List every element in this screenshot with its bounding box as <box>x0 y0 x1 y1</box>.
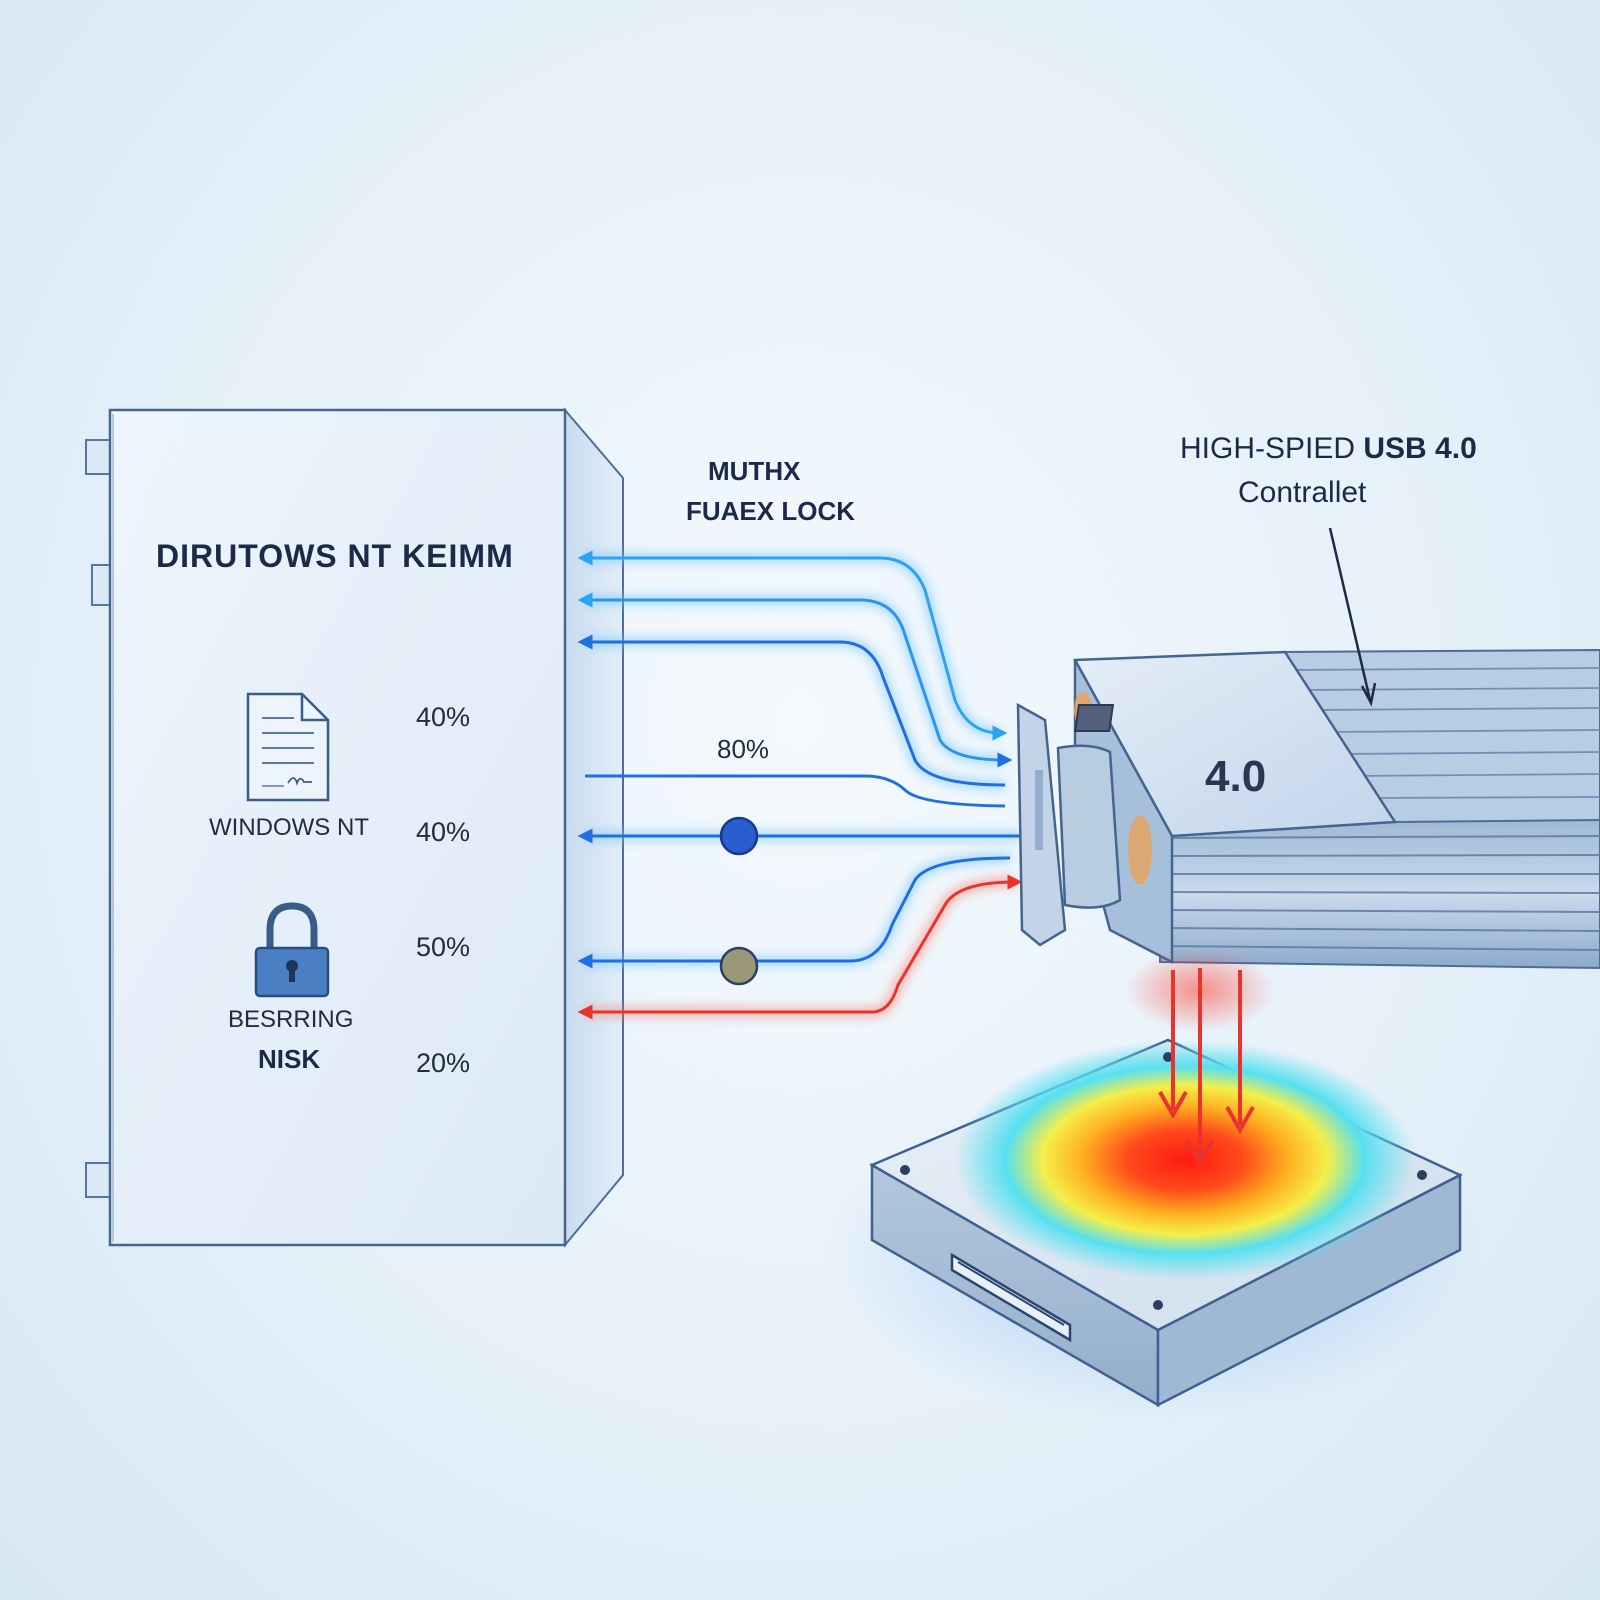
usb-connector-icon <box>1016 648 1600 970</box>
controller-label-bold: USB 4.0 <box>1363 432 1477 465</box>
flow-line-2 <box>577 592 1013 768</box>
box-tab-mid <box>91 564 111 606</box>
box-tab-bottom <box>85 1162 111 1198</box>
flow-node-blue <box>719 816 759 856</box>
heat-arrows <box>1158 968 1255 1168</box>
kernel-title: DIRUTOWS NT KEIMM <box>156 538 514 574</box>
controller-chip <box>1074 704 1115 732</box>
lock-label-line1: BESRRING <box>228 1006 354 1033</box>
flow-line-3 <box>577 634 1006 787</box>
flow-node-amber <box>719 946 759 986</box>
flow-line-4 <box>585 774 1006 808</box>
lock-label-line2: NISK <box>258 1044 321 1074</box>
flow-lines <box>577 550 1023 1020</box>
controller-pointer <box>1328 527 1372 701</box>
document-label: WINDOWS NT <box>209 814 369 841</box>
document-icon <box>246 692 330 802</box>
box-tab-top <box>85 439 111 475</box>
controller-chip-label: 4.0 <box>1205 752 1267 801</box>
percentage-label-2: 40% <box>416 817 471 847</box>
controller-label-line1: HIGH-SPIED USB 4.0 <box>1180 432 1477 466</box>
flow-line-red <box>577 874 1023 1020</box>
padlock-icon <box>254 902 330 998</box>
percentage-label-3: 50% <box>416 932 471 962</box>
controller-label-line2: Contrallet <box>1238 476 1367 509</box>
plug-neck <box>1056 744 1122 909</box>
box-side-face <box>564 407 624 1248</box>
controller-label-prefix: HIGH-SPIED <box>1180 432 1356 465</box>
mutex-label-line2: FUAEX LOCK <box>686 496 855 526</box>
mutex-label-line1: MUTHX <box>708 456 801 486</box>
hard-disk-icon <box>825 1038 1485 1420</box>
percentage-label-4: 20% <box>416 1048 471 1078</box>
box-front-face <box>108 408 567 1247</box>
percentage-label-mid: 80% <box>717 734 770 764</box>
heat-map <box>955 1040 1415 1280</box>
percentage-label-1: 40% <box>416 702 471 732</box>
